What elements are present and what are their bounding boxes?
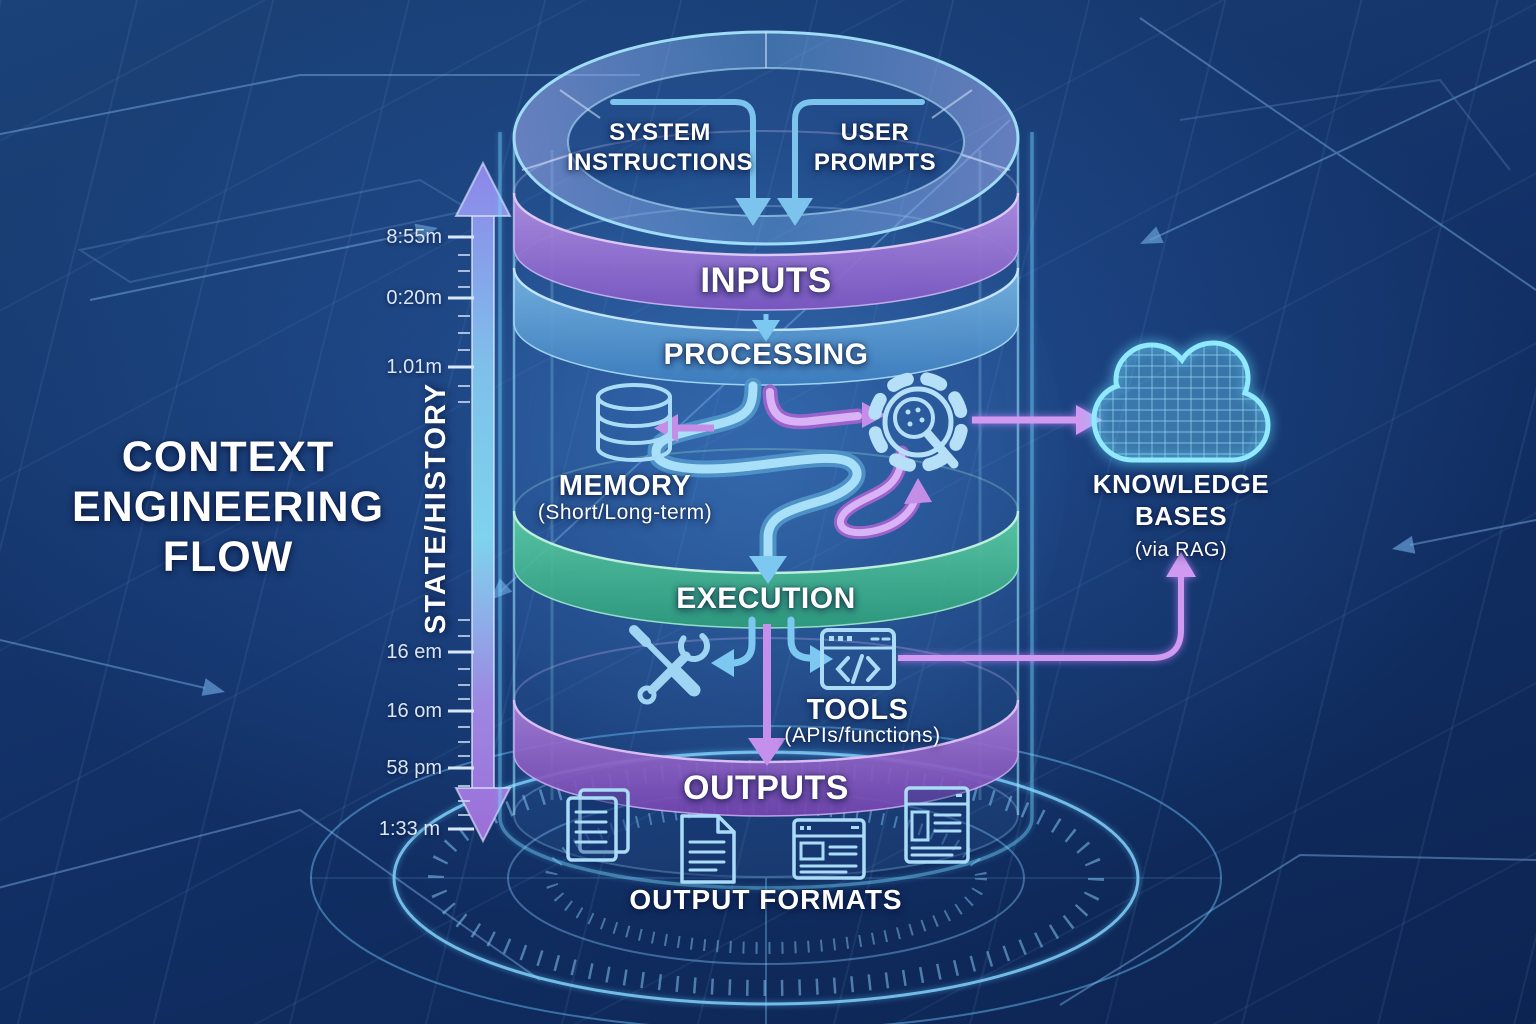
gear-magnifier-icon bbox=[867, 371, 969, 473]
database-icon bbox=[596, 383, 672, 462]
system-instructions-label: SYSTEM INSTRUCTIONS bbox=[567, 119, 753, 176]
top-input-arrowheads bbox=[735, 198, 813, 226]
knowledge-bases-label: KNOWLEDGE BASES (via RAG) bbox=[1056, 468, 1306, 566]
band-inputs bbox=[512, 192, 1020, 311]
gear-to-knowledge-arrow bbox=[972, 405, 1102, 435]
tools-label: TOOLS bbox=[806, 694, 909, 726]
axis-tick-4: 16 em bbox=[386, 641, 442, 663]
memory-sublabel: (Short/Long-term) bbox=[537, 501, 713, 524]
snake-to-execution-arrowhead bbox=[749, 556, 787, 584]
document-icon bbox=[680, 814, 736, 884]
inputs-to-processing-arrow bbox=[752, 314, 780, 342]
execution-split-arrows bbox=[727, 616, 816, 667]
output-formats-label: OUTPUT FORMATS bbox=[629, 884, 903, 915]
axis-tick-5: 16 om bbox=[386, 700, 442, 722]
webpage-icon bbox=[792, 818, 866, 880]
user-prompts-label: USER PROMPTS bbox=[813, 119, 937, 176]
crossed-tools-icon bbox=[629, 625, 710, 705]
band-execution-label: EXECUTION bbox=[676, 582, 856, 615]
axis-tick-2: 0:20m bbox=[386, 287, 442, 309]
axis-major-ticks bbox=[448, 235, 474, 831]
execution-to-outputs-arrow bbox=[748, 624, 786, 766]
top-input-connectors bbox=[610, 99, 925, 201]
axis-tick-6: 58 pm bbox=[386, 757, 442, 779]
tools-sublabel: (APIs/functions) bbox=[784, 724, 941, 747]
axis-tick-3: 1.01m bbox=[386, 356, 442, 378]
code-window-icon bbox=[820, 628, 896, 690]
title-line-3: FLOW bbox=[162, 533, 294, 581]
pages-stack-icon bbox=[566, 788, 630, 862]
axis-tick-7: 1:33 m bbox=[378, 818, 440, 840]
cloud-grid-icon bbox=[1091, 340, 1271, 463]
memory-label: MEMORY bbox=[558, 470, 692, 502]
processing-flow-snake-purple bbox=[762, 384, 923, 540]
axis-minor-ticks bbox=[458, 254, 470, 816]
axis-label: STATE/HISTORY bbox=[420, 381, 452, 635]
band-outputs-label: OUTPUTS bbox=[683, 769, 849, 807]
tools-to-knowledge-connector bbox=[898, 552, 1196, 661]
band-inputs-label: INPUTS bbox=[700, 261, 832, 300]
cylinder-top-rim bbox=[512, 30, 1020, 246]
page-title: CONTEXT ENGINEERING FLOW bbox=[28, 432, 428, 582]
band-processing-label: PROCESSING bbox=[663, 338, 869, 371]
axis-tick-1: 8:55m bbox=[386, 226, 442, 248]
title-line-2: ENGINEERING bbox=[71, 483, 385, 531]
snake-up-to-gear-arrowhead bbox=[904, 478, 932, 504]
webpage-columns-icon bbox=[904, 786, 970, 864]
title-line-1: CONTEXT bbox=[121, 433, 335, 481]
execution-left-arrowhead bbox=[711, 649, 734, 677]
knowledge-bases-sublabel: (via RAG) bbox=[1134, 539, 1228, 561]
